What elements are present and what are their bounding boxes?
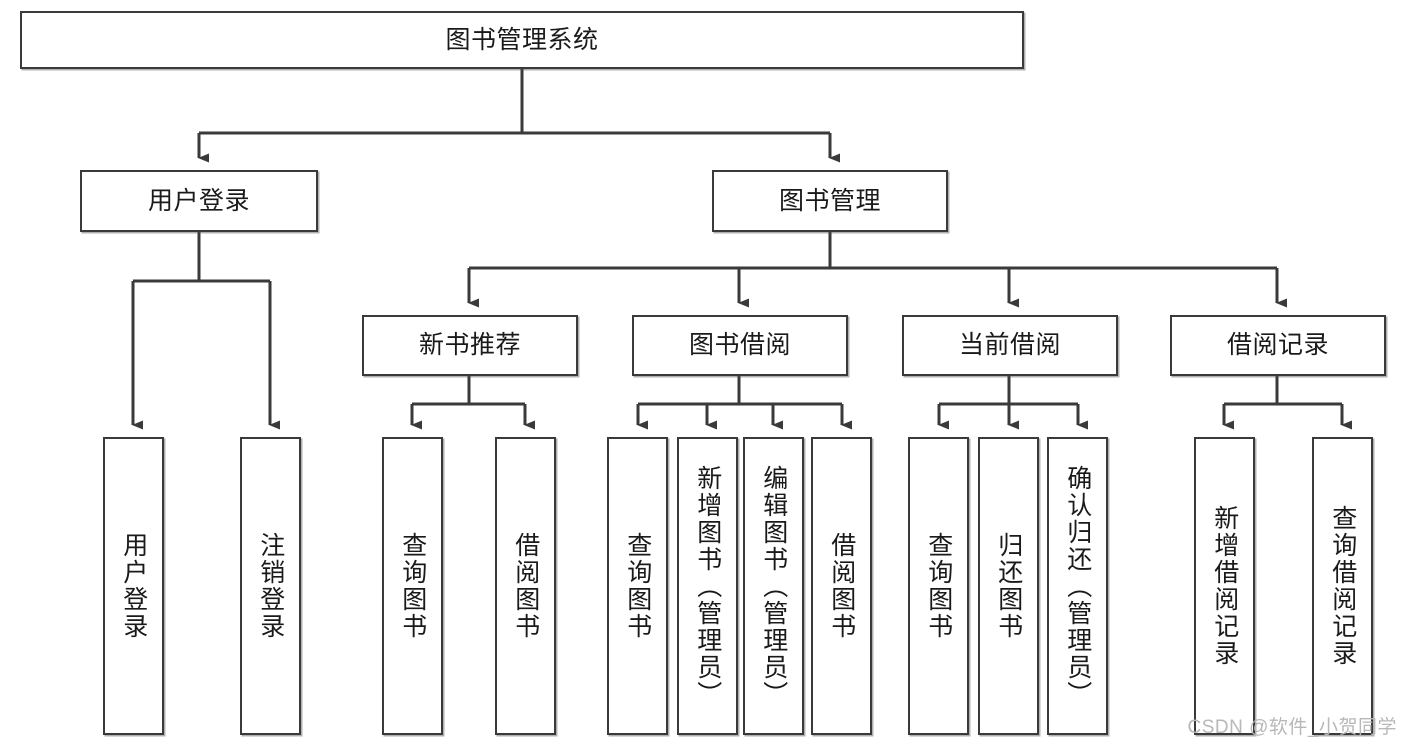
node-user-login[interactable]: 用户登录 [80, 170, 318, 232]
node-borrow-book-2-label: 借阅图书 [827, 532, 856, 640]
node-user-login-label: 用户登录 [147, 186, 250, 215]
node-book-management-label: 图书管理 [778, 186, 881, 215]
node-book-borrow-label: 图书借阅 [688, 331, 791, 360]
node-query-borrow-record-label: 查询借阅记录 [1328, 505, 1357, 667]
node-confirm-return-admin-label: 确认归还（管理员） [1063, 464, 1092, 708]
node-edit-book-admin[interactable]: 编辑图书（管理员） [743, 437, 804, 735]
node-query-book-1-label: 查询图书 [398, 532, 427, 640]
node-return-book[interactable]: 归还图书 [978, 437, 1039, 735]
node-return-book-label: 归还图书 [994, 532, 1023, 640]
node-add-book-admin-label: 新增图书（管理员） [693, 464, 722, 708]
node-add-borrow-record[interactable]: 新增借阅记录 [1194, 437, 1255, 735]
node-query-book-1[interactable]: 查询图书 [382, 437, 443, 735]
node-borrow-record-label: 借阅记录 [1226, 331, 1329, 360]
node-new-book-recommend-label: 新书推荐 [418, 331, 521, 360]
node-user-logout-action-label: 注销登录 [256, 532, 285, 640]
node-borrow-book-1[interactable]: 借阅图书 [495, 437, 556, 735]
node-current-borrow-label: 当前借阅 [958, 331, 1061, 360]
node-query-book-2-label: 查询图书 [623, 532, 652, 640]
node-add-borrow-record-label: 新增借阅记录 [1210, 505, 1239, 667]
node-user-logout-action[interactable]: 注销登录 [240, 437, 301, 735]
node-borrow-book-2[interactable]: 借阅图书 [811, 437, 872, 735]
csdn-watermark: CSDN @软件_小贺同学 [1187, 717, 1397, 738]
node-book-borrow[interactable]: 图书借阅 [632, 315, 848, 376]
node-add-book-admin[interactable]: 新增图书（管理员） [677, 437, 738, 735]
node-current-borrow[interactable]: 当前借阅 [902, 315, 1118, 376]
node-user-login-action-label: 用户登录 [119, 532, 148, 640]
node-new-book-recommend[interactable]: 新书推荐 [362, 315, 578, 376]
node-borrow-record[interactable]: 借阅记录 [1170, 315, 1386, 376]
node-user-login-action[interactable]: 用户登录 [103, 437, 164, 735]
node-confirm-return-admin[interactable]: 确认归还（管理员） [1047, 437, 1108, 735]
node-root-label: 图书管理系统 [445, 25, 599, 54]
node-edit-book-admin-label: 编辑图书（管理员） [759, 464, 788, 708]
node-query-borrow-record[interactable]: 查询借阅记录 [1312, 437, 1373, 735]
node-borrow-book-1-label: 借阅图书 [511, 532, 540, 640]
node-query-book-3-label: 查询图书 [924, 532, 953, 640]
node-query-book-3[interactable]: 查询图书 [908, 437, 969, 735]
node-query-book-2[interactable]: 查询图书 [607, 437, 668, 735]
node-root[interactable]: 图书管理系统 [20, 11, 1024, 69]
node-book-management[interactable]: 图书管理 [712, 170, 948, 232]
